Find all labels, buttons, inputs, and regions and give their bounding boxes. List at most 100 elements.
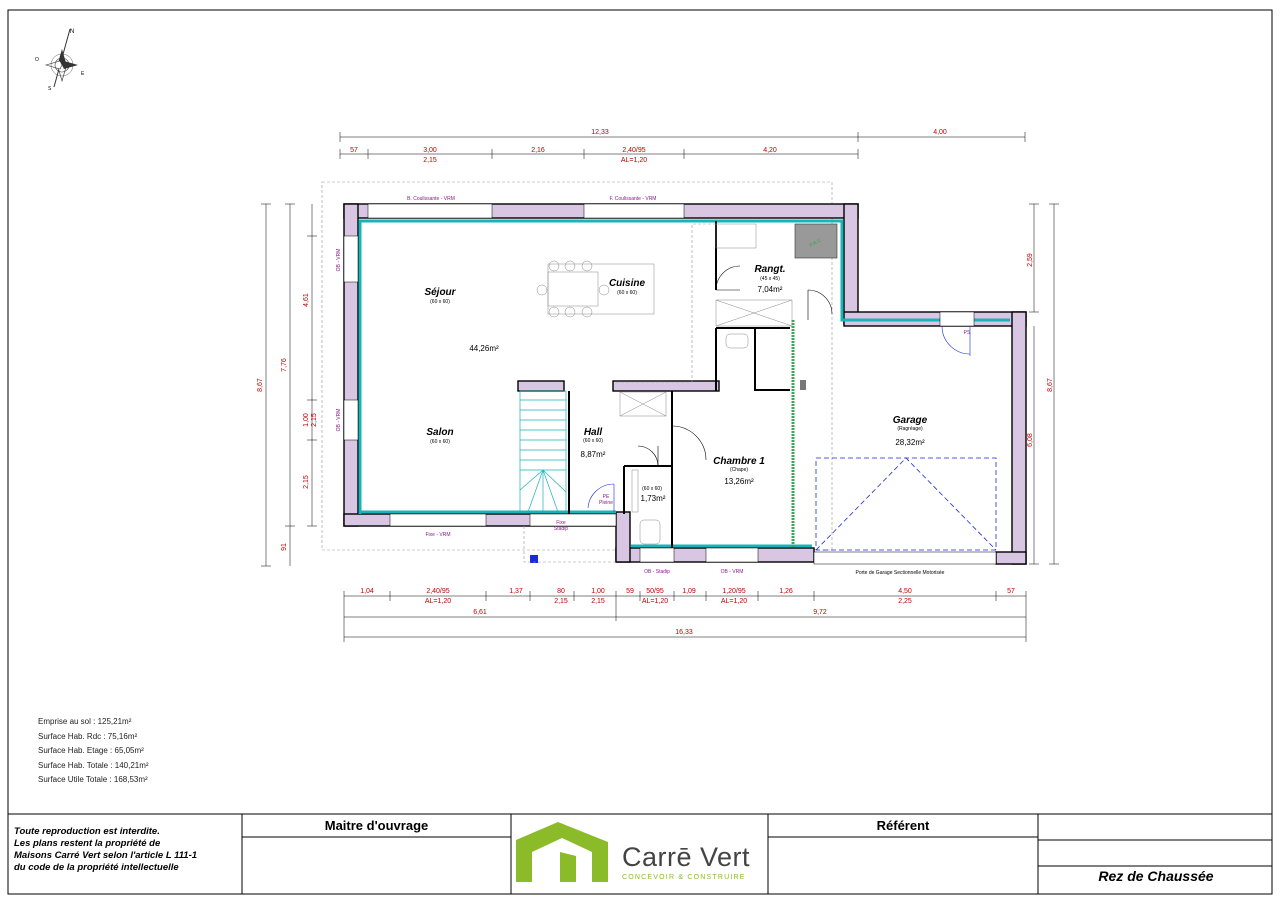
dim-bottom-12: 57 — [1007, 588, 1015, 595]
opening-top-right: F. Coulissante - VRM — [610, 196, 657, 202]
sheet-border — [7, 9, 1273, 895]
room-labels: Séjour (60 x 60) 44,26m² Salon (60 x 60)… — [424, 264, 927, 503]
room-sejour-tile: (60 x 60) — [430, 299, 450, 305]
walls — [343, 203, 1027, 565]
compass-south: S — [48, 86, 52, 92]
logo-tagline: CONCEVOIR & CONSTRUIRE — [622, 874, 746, 881]
opening-ob-vrm: OB - VRM — [721, 569, 744, 575]
opening-ps: PS — [964, 330, 971, 336]
dim-left-7: 91 — [281, 543, 288, 551]
opening-ob-stadip: OB - Stadip — [644, 569, 670, 575]
dimensions-right — [1029, 203, 1059, 565]
dim-right-3: 6,08 — [1027, 433, 1034, 447]
room-hall-area: 8,87m² — [581, 450, 606, 459]
dimensions-top — [339, 132, 1026, 159]
dim-top-total-2: 4,00 — [933, 129, 947, 136]
dim-bottom-9: 1,20/95 — [722, 588, 745, 595]
compass-north: N — [70, 29, 74, 35]
dim-bottom-11b: 2,25 — [898, 598, 912, 605]
pac-unit — [794, 223, 838, 259]
dim-bottom-total: 16,33 — [675, 629, 693, 636]
dim-left-6: 2,15 — [303, 475, 310, 489]
dim-bottom-mid-2: 9,72 — [813, 609, 827, 616]
dimensions-left — [261, 203, 317, 567]
dim-bottom-2: 2,40/95 — [426, 588, 449, 595]
dim-top-4b: AL=1,20 — [621, 157, 647, 164]
maitre-ouvrage-header: Maitre d'ouvrage — [324, 818, 429, 833]
logo-icon — [516, 822, 608, 882]
logo-name: Carrē Vert — [622, 842, 751, 872]
dim-bottom-11: 4,50 — [898, 588, 912, 595]
cartouche-grid — [8, 813, 1272, 894]
dim-bottom-4b: 2,15 — [554, 598, 568, 605]
room-chambre-tile: (Chape) — [730, 467, 748, 473]
surface-emprise: Emprise au sol : 125,21m² — [38, 717, 132, 726]
surface-utile-totale: Surface Utile Totale : 168,53m² — [38, 775, 148, 784]
surface-hab-rdc: Surface Hab. Rdc : 75,16m² — [38, 731, 138, 741]
room-salon-name: Salon — [426, 427, 453, 438]
dim-bottom-7b: AL=1,20 — [642, 598, 668, 605]
level-name: Rez de Chaussée — [1098, 868, 1214, 884]
dim-top-1: 57 — [350, 147, 358, 154]
surface-hab-totale: Surface Hab. Totale : 140,21m² — [38, 760, 149, 770]
surface-summary: Emprise au sol : 125,21m² Surface Hab. R… — [38, 715, 149, 788]
pac-label: P.A.C — [809, 237, 823, 249]
room-cuisine-tile: (60 x 60) — [617, 290, 637, 296]
room-garage-area: 28,32m² — [895, 438, 925, 447]
opening-garage-door: Porte de Garage Sectionnelle Motorisée — [856, 570, 945, 576]
dim-left-2: 7,76 — [281, 358, 288, 372]
compass-west: O — [35, 57, 39, 63]
dim-bottom-mid-1: 6,61 — [473, 609, 487, 616]
dim-bottom-5b: 2,15 — [591, 598, 605, 605]
dim-bottom-5: 1,00 — [591, 588, 605, 595]
opening-bottom-salon: Fixe - VRM — [426, 532, 451, 538]
dim-bottom-7: 50/95 — [646, 588, 664, 595]
room-wc-area: 1,73m² — [641, 494, 666, 503]
garage-door — [815, 457, 997, 551]
room-garage-tile: (Ragréage) — [897, 426, 923, 432]
dim-right-1: 2,59 — [1027, 253, 1034, 267]
dim-left-1: 8,67 — [257, 378, 264, 392]
room-cuisine-name: Cuisine — [609, 278, 646, 289]
room-hall-tile: (60 x 60) — [583, 438, 603, 444]
dim-top-2b: 2,15 — [423, 157, 437, 164]
compass-east: E — [81, 71, 85, 77]
dim-bottom-4: 80 — [557, 588, 565, 595]
partitions — [568, 221, 790, 548]
dim-bottom-2b: AL=1,20 — [425, 598, 451, 605]
dim-left-4: 1,00 — [303, 413, 310, 427]
stairs — [519, 390, 567, 513]
room-chambre-area: 13,26m² — [724, 477, 754, 486]
room-rangt-area: 7,04m² — [758, 285, 783, 294]
opening-top-left: B. Coulissante - VRM — [407, 196, 455, 202]
dim-bottom-10: 1,26 — [779, 588, 793, 595]
room-hall-name: Hall — [584, 427, 603, 438]
dim-right-2: 8,67 — [1047, 378, 1054, 392]
dim-bottom-6: 59 — [626, 588, 634, 595]
furniture: P.A.C — [523, 223, 838, 563]
dim-bottom-9b: AL=1,20 — [721, 598, 747, 605]
room-rangt-tile: (45 x 45) — [760, 276, 780, 282]
room-garage-name: Garage — [893, 415, 928, 426]
room-rangt-name: Rangt. — [754, 264, 785, 275]
dim-top-2: 3,00 — [423, 147, 437, 154]
electric-panel-icon — [530, 555, 538, 563]
dim-left-3: 4,61 — [303, 293, 310, 307]
room-chambre-name: Chambre 1 — [713, 456, 765, 467]
roof-outline — [321, 181, 833, 551]
room-salon-tile: (60 x 60) — [430, 439, 450, 445]
dim-left-5: 2,15 — [311, 413, 318, 427]
insulation — [358, 219, 1010, 548]
dim-top-total-1: 12,33 — [591, 129, 609, 136]
dim-bottom-8: 1,09 — [682, 588, 696, 595]
referent-header: Référent — [876, 818, 930, 833]
dim-bottom-1: 1,04 — [360, 588, 374, 595]
compass-icon: N S E O — [35, 28, 85, 92]
dim-bottom-3: 1,37 — [509, 588, 523, 595]
dimensions-bottom — [343, 591, 1027, 642]
opening-left-top: OB - VRM — [336, 249, 342, 272]
openings — [343, 203, 997, 565]
